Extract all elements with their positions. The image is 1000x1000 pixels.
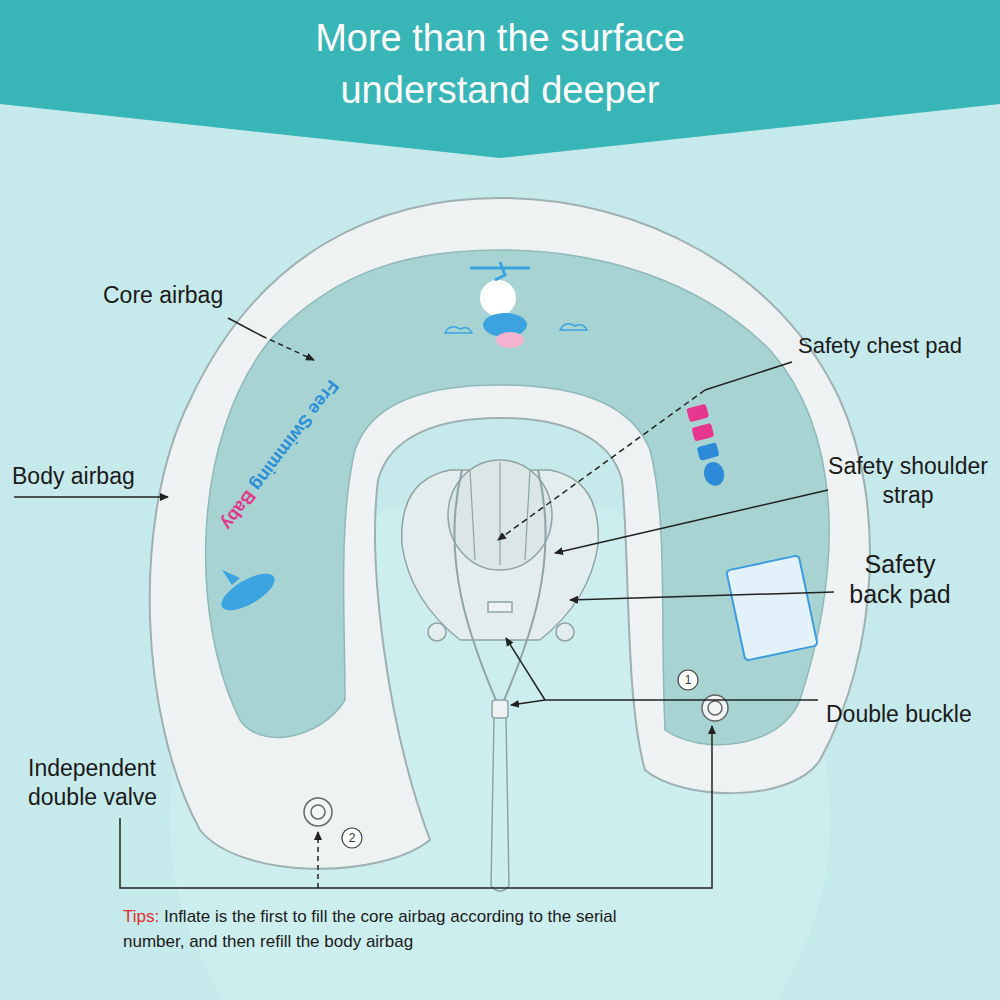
label-box: Safety shoulder strap xyxy=(822,452,994,510)
label-box: Core airbag xyxy=(103,281,223,310)
logo-glyph xyxy=(691,423,714,442)
valve xyxy=(708,701,722,715)
part-label: Double buckle xyxy=(826,701,972,727)
leader-line xyxy=(545,699,818,701)
brand-logo xyxy=(686,404,727,488)
button xyxy=(428,623,446,641)
label-box: Double buckle xyxy=(826,700,972,729)
part-label: Body airbag xyxy=(12,463,135,489)
cloud xyxy=(445,327,472,333)
tips-box: Tips: Inflate is the first to fill the c… xyxy=(123,904,668,954)
logo-glyph xyxy=(686,404,709,423)
unicorn-face xyxy=(496,332,524,348)
label-box: Independent double valve xyxy=(28,754,214,812)
bracket-line xyxy=(317,832,319,888)
title-box: More than the surface understand deeper xyxy=(265,12,735,116)
cloud xyxy=(560,324,587,330)
part-label: Safety back pad xyxy=(849,550,950,608)
part-label: Safety shoulder strap xyxy=(828,453,988,508)
part-label: Safety chest pad xyxy=(798,333,962,358)
callout-circle xyxy=(342,828,362,848)
title: More than the surface understand deeper xyxy=(315,17,685,111)
dolphin xyxy=(216,567,280,618)
leader-line xyxy=(570,592,834,600)
bracket-line xyxy=(120,726,712,888)
leader-line xyxy=(511,700,545,705)
unicorn-moon xyxy=(480,280,516,316)
leader-line xyxy=(498,390,705,540)
chest-pad-seams xyxy=(470,462,530,565)
buckle-strap xyxy=(491,718,509,891)
dolphin-fin xyxy=(222,570,240,585)
leader-line xyxy=(262,336,314,360)
valve xyxy=(304,798,332,826)
warning-sticker xyxy=(726,555,818,660)
buckle xyxy=(492,700,508,718)
valve xyxy=(311,805,325,819)
callout-box: 1 xyxy=(678,670,698,690)
leader-line xyxy=(705,362,792,390)
tips-text: Inflate is the first to fill the core ai… xyxy=(123,907,617,951)
leader-line xyxy=(555,490,828,553)
chest-pad xyxy=(448,460,552,570)
strap-clip xyxy=(488,602,512,612)
leader-line xyxy=(14,496,168,498)
label-box: Safety chest pad xyxy=(798,332,962,360)
part-label: Core airbag xyxy=(103,282,223,308)
leader-line xyxy=(506,638,545,700)
callout-box: 2 xyxy=(342,828,362,848)
tips-heading: Tips: xyxy=(123,907,159,926)
callout-number: 1 xyxy=(685,673,692,687)
core-airbag xyxy=(206,250,830,745)
button xyxy=(556,623,574,641)
callout-circle xyxy=(678,670,698,690)
callout-number: 2 xyxy=(349,831,356,845)
part-label: Independent double valve xyxy=(28,755,157,810)
leader-line xyxy=(228,318,262,336)
header-band xyxy=(0,0,1000,158)
label-box: Safety back pad xyxy=(836,549,964,609)
shoulder-strap xyxy=(454,470,545,705)
valve xyxy=(702,695,728,721)
label-box: Body airbag xyxy=(12,462,135,491)
body-airbag xyxy=(150,198,870,869)
propeller xyxy=(470,262,530,280)
logo-glyph xyxy=(697,442,720,461)
logo-glyph xyxy=(701,460,727,488)
